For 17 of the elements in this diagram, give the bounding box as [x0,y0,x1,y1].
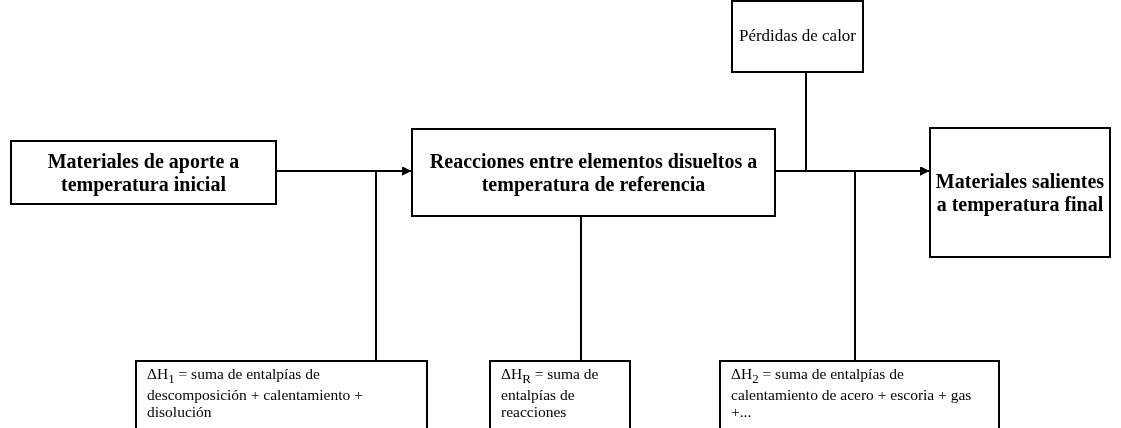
box-text: ΔH$_{1}$ = suma de entalpías de descomposición + calentamiento + disolución [147,365,364,421]
process-box [929,127,1111,258]
enthalpy-box [719,360,1000,428]
arrow [854,166,930,361]
process-box [731,0,864,73]
box-text: Materiales de aporte a temperatura inicial [46,149,241,196]
box-text: Pérdidas de calor [738,26,857,47]
box-text: Reacciones entre elementos disueltos a temperatura de referencia [428,149,759,196]
process-box [411,128,776,217]
arrow [375,166,412,361]
connector-line [580,216,582,361]
enthalpy-box [135,360,428,428]
box-text: ΔH$_{R}$ = suma de entalpías de reacciones [501,365,600,421]
enthalpy-box [489,360,631,428]
process-box [10,140,277,205]
box-text: ΔH$_{2}$ = suma de entalpías de calentamiento de acero + escoria + gas +... [731,365,973,421]
box-text: Materiales salientes a temperatura final [934,169,1106,216]
